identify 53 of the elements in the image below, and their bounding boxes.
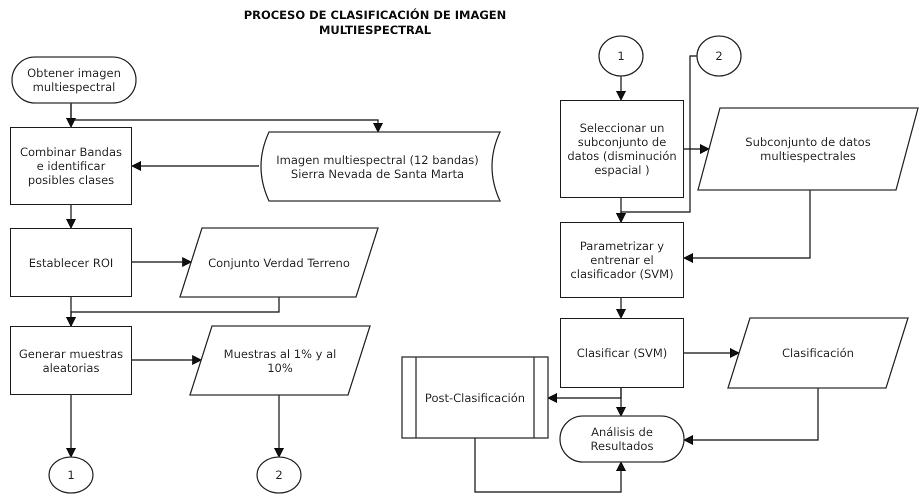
arrow — [684, 348, 740, 358]
arrow — [66, 205, 76, 229]
node-label: Muestras al 1% y al 10% — [222, 346, 338, 374]
arrow — [616, 298, 626, 319]
arrow — [131, 161, 259, 171]
node-label: Post-Clasificación — [424, 390, 526, 404]
node-label: Parametrizar y entrenar el clasificador (SVM) — [569, 239, 675, 281]
node-label: 1 — [67, 468, 75, 482]
node-label: Subconjunto de datos multiespectrales — [744, 135, 872, 163]
arrow — [683, 190, 811, 263]
data-parallelogram — [190, 326, 370, 395]
connector-circle — [257, 457, 301, 493]
process-box — [10, 326, 132, 395]
data-parallelogram — [698, 108, 918, 190]
terminal-shape — [560, 416, 684, 462]
node-label: 2 — [715, 49, 723, 63]
arrow — [616, 76, 626, 101]
node-label: Obtener imagen multiespectral — [26, 66, 122, 94]
node-label: Conjunto Verdad Terreno — [208, 256, 350, 270]
arrow — [684, 144, 710, 154]
process-box — [560, 100, 684, 198]
node-label: Combinar Bandas e identificar posibles clases — [18, 145, 124, 187]
arrow — [70, 103, 383, 133]
arrow — [616, 388, 626, 417]
arrow — [66, 297, 280, 327]
node-label: Clasificar (SVM) — [576, 346, 668, 360]
arrow — [683, 388, 819, 445]
predefined-process-box — [402, 357, 548, 438]
node-label: 1 — [617, 49, 625, 63]
arrow — [474, 438, 626, 493]
arrow — [66, 395, 76, 458]
process-box — [560, 222, 684, 298]
node-label: Análisis de Resultados — [590, 425, 654, 453]
arrow — [132, 257, 192, 267]
arrow — [274, 395, 284, 458]
node-label: Seleccionar un subconjunto de datos (disminución espacial ) — [566, 121, 678, 177]
node-label: 2 — [275, 468, 283, 482]
arrow — [132, 355, 202, 365]
connector-circle — [599, 36, 643, 76]
node-label: Establecer ROI — [28, 256, 114, 270]
process-box — [10, 127, 132, 205]
process-box — [10, 228, 132, 297]
node-label: Generar muestras aleatorias — [18, 346, 124, 374]
data-parallelogram — [728, 318, 908, 388]
node-label: Imagen multiespectral (12 bandas) Sierra Nevada de Santa Marta — [275, 152, 480, 180]
terminal-shape — [12, 57, 136, 103]
data-parallelogram — [180, 228, 378, 297]
arrow — [616, 198, 626, 223]
connector-circle — [49, 457, 93, 493]
process-box — [560, 318, 684, 388]
node-label: Clasificación — [782, 346, 854, 360]
connector-circle — [697, 36, 741, 76]
diagram-title: PROCESO DE CLASIFICACIÓN DE IMAGEN MULTIESPECTRAL — [242, 8, 508, 38]
